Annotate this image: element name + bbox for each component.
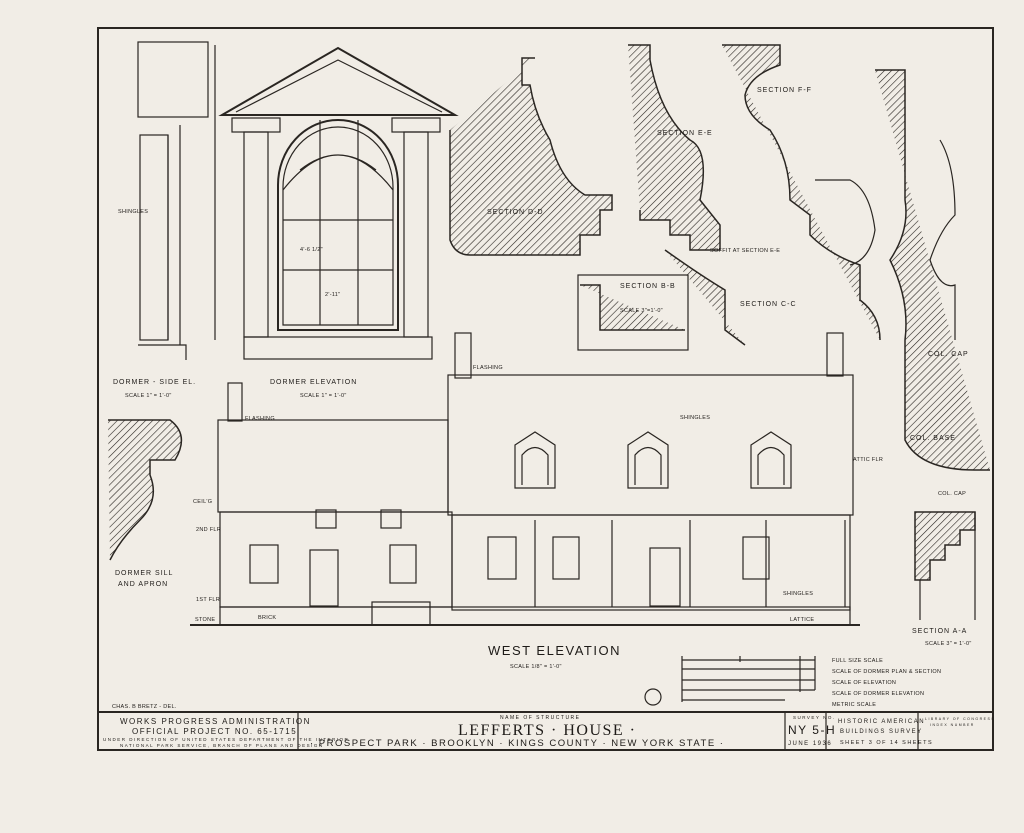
- dormer-height-dim: 4'-6 1/2": [300, 247, 323, 253]
- delineator: CHAS. B BRETZ - DEL.: [112, 704, 177, 710]
- habs-line-2: BUILDINGS SURVEY: [840, 729, 923, 735]
- library-line-2: INDEX NUMBER: [930, 723, 975, 727]
- survey-number: NY 5-H: [788, 723, 836, 737]
- section-cc-title: SECTION C-C: [740, 301, 797, 308]
- structure-location: · PROSPECT PARK · BROOKLYN · KINGS COUNT…: [310, 738, 724, 749]
- stone-note: STONE: [195, 617, 215, 623]
- section-bb-title: SECTION B-B: [620, 283, 676, 290]
- brick-note: BRICK: [258, 615, 276, 621]
- sheet-border: [97, 27, 994, 751]
- scale-dormer-plan: SCALE OF DORMER PLAN & SECTION: [832, 669, 941, 675]
- section-bb-scale: SCALE 3"=1'-0": [620, 308, 663, 314]
- structure-name: LEFFERTS · HOUSE ·: [458, 722, 637, 739]
- scale-elevation: SCALE OF ELEVATION: [832, 680, 896, 686]
- dormer-width-dim: 2'-11": [325, 292, 340, 298]
- dormer-elevation: 4'-6 1/2" 2'-11" DORMER ELEVATION SCALE …: [218, 46, 459, 399]
- soffit-note: SOFFIT AT SECTION E-E: [710, 248, 780, 254]
- agency-line-3: UNDER DIRECTION OF UNITED STATES DEPARTM…: [103, 737, 349, 742]
- attic-floor-note: ATTIC FLR: [853, 457, 883, 463]
- agency-line-4: NATIONAL PARK SERVICE, BRANCH OF PLANS A…: [120, 743, 324, 748]
- dormer-side-elevation: SHINGLES DORMER - SIDE EL. SCALE 1" = 1'…: [113, 41, 216, 399]
- habs-line-1: HISTORIC AMERICAN: [838, 719, 925, 725]
- molding-sections: SECTION D-D SECTION E-E SECTION F-F SECT…: [449, 44, 990, 497]
- dormer-sill-title: DORMER SILL: [115, 570, 173, 577]
- col-cap-title: COL. CAP: [928, 351, 969, 358]
- dormer-side-scale: SCALE 1" = 1'-0": [125, 393, 172, 399]
- name-of-structure-label: NAME OF STRUCTURE: [500, 715, 581, 721]
- section-ee-title: SECTION E-E: [657, 130, 713, 137]
- col-base-title: COL. BASE: [910, 435, 956, 442]
- ceiling-note: CEIL'G: [193, 499, 212, 505]
- west-elevation: FLASHING FLASHING SHINGLES SHINGLES LATT…: [190, 332, 883, 670]
- title-block: WORKS PROGRESS ADMINISTRATION OFFICIAL P…: [103, 715, 995, 749]
- dormer-apron-title: AND APRON: [118, 581, 168, 588]
- dormer-elevation-scale: SCALE 1" = 1'-0": [300, 393, 347, 399]
- section-ff-title: SECTION F-F: [757, 87, 812, 94]
- scale-metric: METRIC SCALE: [832, 702, 876, 708]
- flashing-note-main: FLASHING: [473, 365, 503, 371]
- scale-full-size: FULL SIZE SCALE: [832, 658, 883, 664]
- flashing-note-left: FLASHING: [245, 416, 275, 422]
- dormer-elevation-title: DORMER ELEVATION: [270, 379, 357, 386]
- section-aa: SECTION A-A SCALE 3" = 1'-0": [912, 511, 976, 647]
- scale-dormer-elevation: SCALE OF DORMER ELEVATION: [832, 691, 924, 697]
- survey-number-label: SURVEY NO.: [793, 715, 836, 720]
- shingles-wall-note: SHINGLES: [783, 591, 813, 597]
- survey-date: JUNE 1936: [788, 741, 832, 747]
- second-floor-note: 2ND FLR: [196, 527, 221, 533]
- agency-line-2: OFFICIAL PROJECT NO. 65-1715: [132, 727, 297, 736]
- section-aa-title: SECTION A-A: [912, 628, 967, 635]
- agency-line-1: WORKS PROGRESS ADMINISTRATION: [120, 717, 311, 726]
- graphic-scales: FULL SIZE SCALE SCALE OF DORMER PLAN & S…: [644, 656, 941, 708]
- lattice-note: LATTICE: [790, 617, 814, 623]
- library-line-1: LIBRARY OF CONGRESS: [925, 717, 995, 721]
- section-aa-scale: SCALE 3" = 1'-0": [925, 641, 972, 647]
- dormer-side-title: DORMER - SIDE EL.: [113, 379, 196, 386]
- sheet-number: SHEET 3 OF 14 SHEETS: [840, 740, 933, 746]
- west-elevation-title: WEST ELEVATION: [488, 643, 621, 658]
- dormer-sill-section: DORMER SILL AND APRON: [108, 419, 183, 588]
- shingles-roof-note: SHINGLES: [680, 415, 710, 421]
- west-elevation-scale: SCALE 1/8" = 1'-0": [510, 664, 562, 670]
- col-cap-label-2: COL. CAP: [938, 491, 966, 497]
- first-floor-note: 1ST FLR: [196, 597, 220, 603]
- section-dd-title: SECTION D-D: [487, 209, 544, 216]
- survey-seal-icon: [644, 688, 662, 706]
- shingles-note: SHINGLES: [118, 209, 148, 215]
